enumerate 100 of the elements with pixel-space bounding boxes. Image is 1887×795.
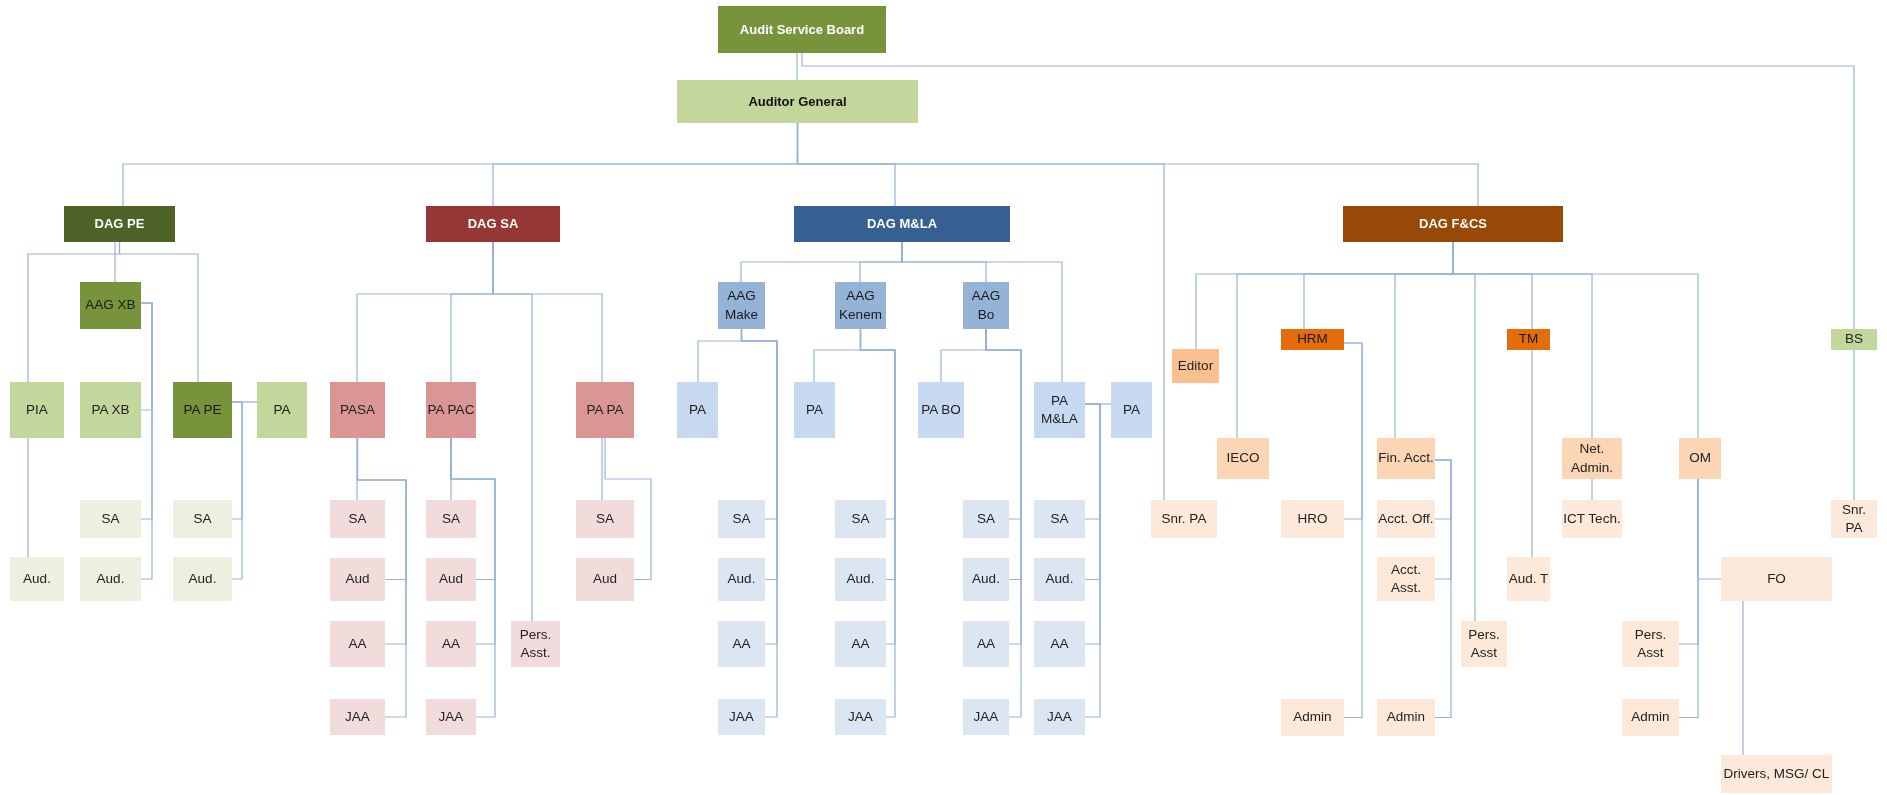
position-title: DAG M&LA xyxy=(866,215,937,233)
position-box xyxy=(10,382,64,438)
position-box xyxy=(1721,557,1832,601)
position-title: PA M&LA xyxy=(1040,391,1079,428)
position-box xyxy=(1377,500,1435,538)
position-title: SA xyxy=(732,509,751,528)
position-title: PA xyxy=(689,400,706,419)
connector-line xyxy=(356,437,358,501)
position-title: Aud. xyxy=(188,569,217,588)
position-box xyxy=(576,500,634,538)
position-title: Admin xyxy=(1386,708,1426,727)
position-box xyxy=(10,557,64,601)
position-title: IECO xyxy=(1226,449,1260,468)
position-title: SA xyxy=(348,509,367,528)
position-box xyxy=(718,558,765,601)
position-title: DAG SA xyxy=(467,215,519,233)
position-box xyxy=(576,558,634,601)
position-title: Aud. xyxy=(727,570,756,589)
position-box xyxy=(426,699,476,735)
position-box xyxy=(835,500,886,538)
position-box xyxy=(1034,621,1085,667)
position-box xyxy=(1461,621,1507,667)
connector-line xyxy=(601,437,603,501)
position-box xyxy=(1507,329,1550,350)
position-box xyxy=(330,382,385,438)
position-box xyxy=(330,699,385,735)
position-box xyxy=(718,699,765,735)
position-title: DAG PE xyxy=(94,215,145,233)
position-title: Editor xyxy=(1177,356,1214,375)
position-box xyxy=(963,558,1009,601)
position-title: Aud. xyxy=(972,570,1000,589)
position-box xyxy=(426,382,476,438)
position-title: Aud xyxy=(439,570,463,589)
position-title: PASA xyxy=(340,400,375,419)
position-box xyxy=(794,382,835,438)
position-box xyxy=(1831,329,1877,350)
position-box xyxy=(1343,206,1563,242)
position-box xyxy=(963,621,1009,667)
position-title: JAA xyxy=(438,707,464,726)
position-box xyxy=(1281,500,1344,538)
connector-line xyxy=(1084,403,1101,718)
position-title: PA xyxy=(806,400,823,419)
position-title: Aud. xyxy=(846,570,875,589)
position-title: Aud. xyxy=(96,569,125,588)
position-box xyxy=(80,557,141,601)
position-box xyxy=(511,621,560,667)
position-box xyxy=(1034,500,1085,538)
position-box xyxy=(677,80,918,123)
position-title: Aud. xyxy=(1045,570,1074,589)
position-box xyxy=(1507,557,1550,601)
position-box xyxy=(963,282,1009,329)
position-title: AA xyxy=(1050,634,1069,653)
position-box xyxy=(80,382,141,438)
position-box xyxy=(1721,755,1832,793)
position-box xyxy=(794,206,1010,242)
position-box xyxy=(173,382,232,438)
position-title: PA PA xyxy=(586,400,624,419)
position-box xyxy=(1679,438,1721,479)
position-title: AAG Kenem xyxy=(838,287,883,324)
position-box xyxy=(426,558,476,601)
position-box xyxy=(1172,349,1219,383)
position-box xyxy=(835,558,886,601)
position-title: TM xyxy=(1518,330,1539,349)
connector-line xyxy=(1434,459,1452,719)
connector-line xyxy=(27,437,29,558)
position-title: Snr. PA xyxy=(1841,500,1867,537)
position-title: JAA xyxy=(1047,707,1072,726)
position-box xyxy=(1377,438,1435,479)
position-title: AA xyxy=(977,634,995,653)
position-title: ICT Tech. xyxy=(1563,509,1621,528)
connector-line xyxy=(356,437,407,718)
position-box xyxy=(1034,558,1085,601)
position-box xyxy=(677,382,718,438)
position-box xyxy=(1831,500,1877,538)
position-title: JAA xyxy=(973,707,999,726)
position-box xyxy=(718,282,765,329)
position-title: JAA xyxy=(345,707,370,726)
position-box xyxy=(963,500,1009,538)
position-title: Pers. Asst. xyxy=(518,625,553,662)
position-title: AA xyxy=(851,634,870,653)
connector-line xyxy=(231,401,243,580)
position-title: JAA xyxy=(729,707,754,726)
position-box xyxy=(426,206,560,242)
position-title: Aud xyxy=(345,570,370,589)
position-box xyxy=(257,382,307,438)
position-box xyxy=(1622,621,1679,667)
connector-line xyxy=(140,302,153,580)
position-title: Admin xyxy=(1293,708,1332,727)
connector-line xyxy=(118,241,199,383)
connector-line xyxy=(604,437,652,581)
position-title: SA xyxy=(193,509,212,528)
position-box xyxy=(1111,382,1152,438)
position-box xyxy=(173,557,232,601)
position-title: Auditor General xyxy=(748,92,847,111)
position-title: SA xyxy=(851,509,870,528)
position-box xyxy=(426,500,476,538)
position-box xyxy=(64,206,175,242)
connector-line xyxy=(1591,478,1593,501)
position-title: AAG XB xyxy=(85,296,136,315)
position-box xyxy=(718,6,886,53)
